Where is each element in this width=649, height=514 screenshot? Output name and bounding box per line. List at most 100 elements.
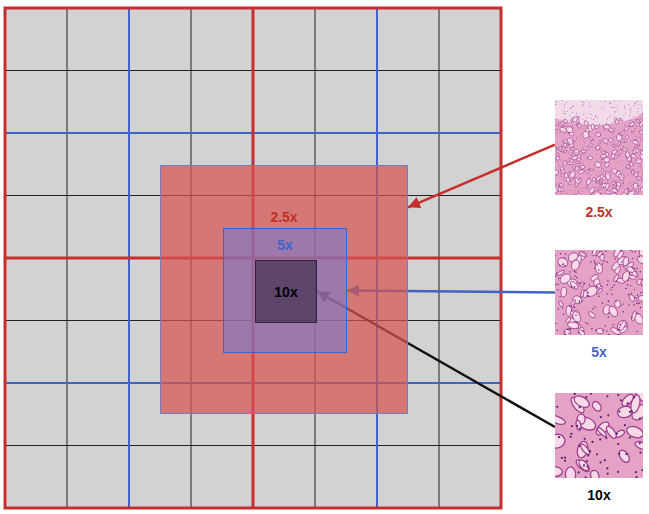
tissue-nucleus bbox=[602, 188, 604, 190]
tissue-nucleus bbox=[582, 101, 584, 103]
tissue-nucleus bbox=[613, 191, 615, 193]
tissue-nucleus bbox=[568, 160, 570, 162]
tissue-nucleus bbox=[637, 179, 639, 181]
tissue-nucleus bbox=[617, 329, 618, 330]
tissue-nucleus bbox=[606, 118, 608, 120]
tissue-nucleus bbox=[630, 285, 631, 286]
tissue-tubule bbox=[636, 254, 643, 265]
tissue-nucleus bbox=[621, 261, 622, 262]
tissue-nucleus bbox=[578, 332, 579, 333]
tissue-nucleus bbox=[634, 182, 636, 184]
tissue-nucleus bbox=[570, 183, 572, 185]
tissue-nucleus bbox=[555, 159, 557, 161]
tissue-tubule bbox=[587, 155, 593, 160]
tissue-nucleus bbox=[636, 126, 638, 128]
tissue-tubule bbox=[573, 148, 580, 155]
tissue-tubule bbox=[597, 186, 601, 191]
tissue-nucleus bbox=[607, 284, 608, 285]
tissue-nucleus bbox=[570, 329, 571, 330]
tissue-nucleus bbox=[594, 267, 595, 268]
tissue-tubule bbox=[640, 130, 643, 135]
tissue-nucleus bbox=[608, 116, 610, 118]
tissue-nucleus bbox=[609, 102, 611, 104]
tissue-nucleus bbox=[568, 328, 569, 329]
tissue-nucleus bbox=[574, 286, 575, 287]
tissue-nucleus bbox=[580, 167, 582, 169]
tissue-nucleus bbox=[579, 283, 580, 284]
tissue-tubule bbox=[570, 259, 581, 271]
tissue-nucleus bbox=[594, 115, 596, 117]
tissue-nucleus bbox=[606, 467, 608, 469]
tissue-nucleus bbox=[605, 437, 607, 439]
tissue-tubule bbox=[575, 420, 582, 431]
tissue-tubule bbox=[636, 278, 642, 285]
tissue-tubule bbox=[588, 311, 597, 319]
tissue-tubule bbox=[611, 168, 618, 175]
tissue-nucleus bbox=[566, 160, 568, 162]
tissue-nucleus bbox=[557, 191, 559, 193]
tissue-nucleus bbox=[639, 452, 641, 454]
tissue-nucleus bbox=[632, 188, 634, 190]
tissue-nucleus bbox=[587, 454, 589, 456]
tissue-tubule bbox=[596, 427, 607, 438]
tissue-nucleus bbox=[599, 461, 601, 463]
tissue-nucleus bbox=[572, 106, 574, 108]
tissue-nucleus bbox=[574, 259, 575, 260]
tissue-patch-2-5x: 2.5x bbox=[555, 100, 643, 195]
tissue-tubule bbox=[623, 125, 629, 131]
tissue-tubule bbox=[640, 149, 643, 155]
tissue-nucleus bbox=[561, 173, 563, 175]
tissue-nucleus bbox=[572, 159, 574, 161]
tissue-nucleus bbox=[634, 268, 635, 269]
tissue-nucleus bbox=[580, 297, 581, 298]
tissue-nucleus bbox=[591, 328, 592, 329]
tissue-tubule bbox=[617, 448, 631, 464]
tissue-nucleus bbox=[558, 308, 559, 309]
tissue-image bbox=[555, 100, 643, 195]
tissue-tubule bbox=[558, 300, 564, 307]
tissue-nucleus bbox=[562, 100, 564, 101]
tissue-tubule bbox=[555, 129, 558, 134]
tissue-nucleus bbox=[613, 132, 615, 134]
tissue-nucleus bbox=[578, 445, 580, 447]
tissue-nucleus bbox=[638, 172, 640, 174]
tissue-nucleus bbox=[564, 112, 566, 114]
tissue-nucleus bbox=[584, 438, 586, 440]
tissue-nucleus bbox=[641, 172, 643, 174]
tissue-nucleus bbox=[610, 139, 612, 141]
tissue-nucleus bbox=[591, 147, 593, 149]
tissue-tubule bbox=[578, 251, 587, 258]
tissue-nucleus bbox=[563, 112, 565, 114]
tissue-nucleus bbox=[576, 151, 578, 153]
tissue-nucleus bbox=[594, 306, 595, 307]
tissue-tubule bbox=[630, 153, 636, 159]
tissue-nucleus bbox=[592, 192, 594, 194]
tissue-nucleus bbox=[601, 167, 603, 169]
tissue-nucleus bbox=[637, 159, 639, 161]
tissue-nucleus bbox=[588, 113, 590, 115]
tissue-tubule bbox=[615, 119, 620, 124]
tissue-nucleus bbox=[612, 287, 613, 288]
tissue-nucleus bbox=[589, 284, 590, 285]
tissue-nucleus bbox=[609, 102, 611, 104]
tissue-nucleus bbox=[588, 177, 590, 179]
tissue-nucleus bbox=[596, 181, 598, 183]
tissue-nucleus bbox=[569, 306, 570, 307]
tissue-nucleus bbox=[617, 161, 619, 163]
tissue-nucleus bbox=[590, 175, 592, 177]
tissue-nucleus bbox=[623, 115, 625, 117]
tissue-nucleus bbox=[579, 162, 581, 164]
tissue-tubule bbox=[597, 250, 604, 257]
tissue-nucleus bbox=[621, 135, 623, 137]
tissue-nucleus bbox=[602, 330, 603, 331]
tissue-nucleus bbox=[590, 194, 592, 195]
tissue-nucleus bbox=[616, 433, 618, 435]
tissue-nucleus bbox=[583, 114, 585, 116]
tissue-nucleus bbox=[639, 256, 640, 257]
tissue-nucleus bbox=[615, 107, 617, 109]
tissue-tubule bbox=[624, 135, 629, 139]
tissue-nucleus bbox=[614, 285, 615, 286]
tissue-tubule bbox=[558, 272, 572, 286]
tissue-nucleus bbox=[623, 177, 625, 179]
tissue-nucleus bbox=[600, 161, 602, 163]
